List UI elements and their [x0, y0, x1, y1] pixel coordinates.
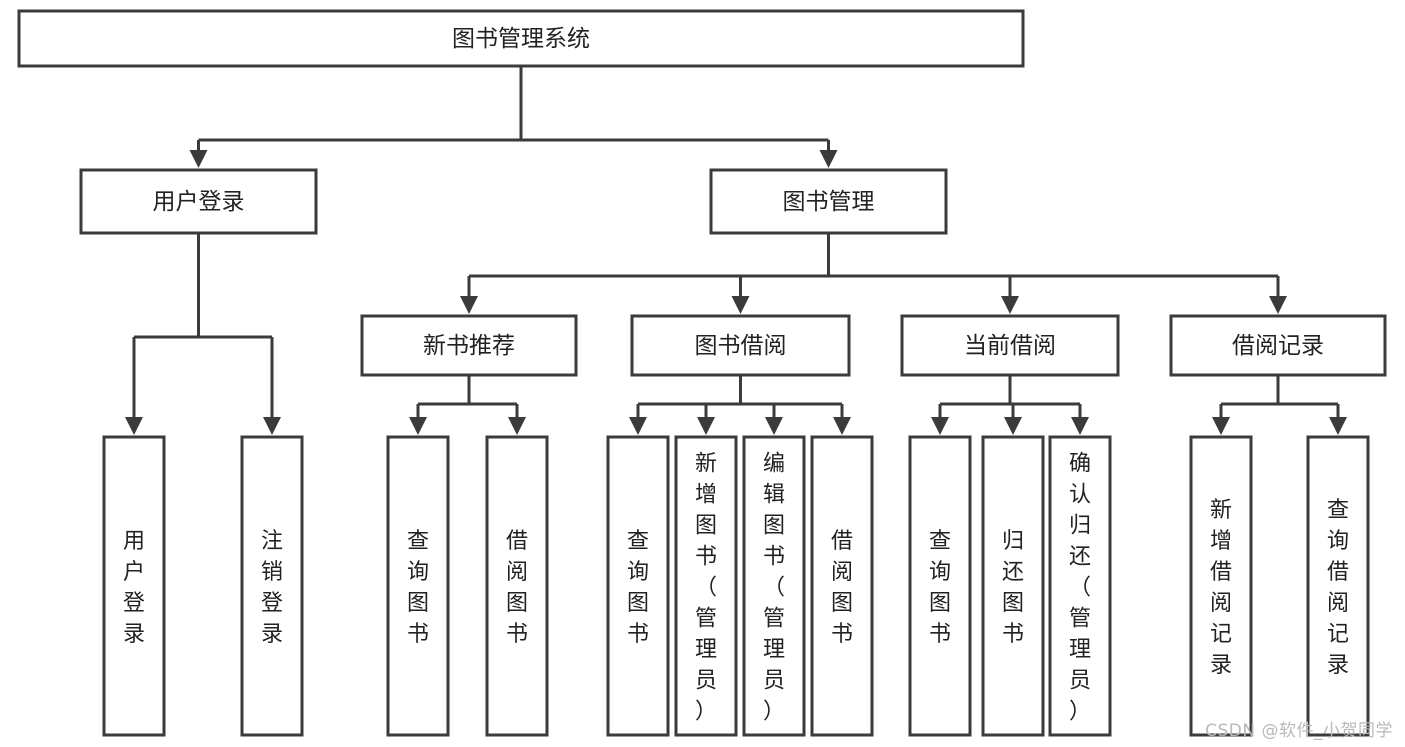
node-leaf-label-leaf-user-login: 用户登录 [123, 529, 145, 647]
node-level3-label-new-book-rec: 新书推荐 [423, 333, 515, 359]
node-leaf-leaf-user-login[interactable] [102, 435, 166, 737]
node-leaf-leaf-borrow-query[interactable] [606, 435, 670, 737]
node-leaf-leaf-borrow-add[interactable] [674, 435, 738, 737]
node-level3-label-current-borrow: 当前借阅 [964, 333, 1056, 359]
node-leaf-label-leaf-borrow-query: 查询图书 [627, 529, 649, 647]
arrow-head [629, 417, 647, 435]
node-leaf-leaf-borrow-edit[interactable] [742, 435, 806, 737]
arrow-head [819, 150, 838, 168]
node-level3-label-book-borrow: 图书借阅 [695, 333, 787, 359]
node-leaf-leaf-cur-return[interactable] [981, 435, 1045, 737]
arrow-head [931, 417, 949, 435]
node-root-label: 图书管理系统 [452, 26, 590, 52]
node-level2-label-book-manage: 图书管理 [783, 189, 875, 215]
node-leaf-leaf-user-logout[interactable] [240, 435, 304, 737]
arrow-head [731, 296, 750, 314]
arrow-head [1329, 417, 1347, 435]
arrow-head [508, 417, 526, 435]
node-level2-book-manage[interactable] [709, 168, 948, 235]
node-level2-user-login[interactable] [79, 168, 318, 235]
node-leaf-leaf-rec-borrow[interactable] [485, 435, 549, 737]
arrow-head [409, 417, 427, 435]
node-leaf-leaf-cur-confirm[interactable] [1048, 435, 1112, 737]
node-leaf-leaf-rec-query-rec[interactable] [1306, 435, 1370, 737]
node-level3-borrow-record[interactable] [1169, 314, 1387, 377]
arrow-head [765, 417, 783, 435]
arrow-head [125, 417, 143, 435]
node-leaf-label-leaf-cur-confirm: 确认归还（管理员） [1069, 452, 1091, 725]
node-leaf-label-leaf-cur-query: 查询图书 [929, 529, 951, 647]
arrow-head [263, 417, 281, 435]
node-leaf-label-leaf-user-logout: 注销登录 [261, 529, 283, 647]
node-leaf-label-leaf-borrow-lend: 借阅图书 [831, 529, 853, 647]
node-leaf-leaf-borrow-lend[interactable] [810, 435, 874, 737]
node-level3-label-borrow-record: 借阅记录 [1232, 333, 1324, 359]
node-leaf-label-leaf-rec-add: 新增借阅记录 [1210, 498, 1232, 678]
node-leaf-label-leaf-rec-borrow: 借阅图书 [506, 529, 528, 647]
node-leaf-leaf-rec-add[interactable] [1189, 435, 1253, 737]
arrow-head [189, 150, 208, 168]
arrow-head [697, 417, 715, 435]
node-leaf-label-leaf-rec-query-rec: 查询借阅记录 [1327, 498, 1349, 678]
arrow-head [833, 417, 851, 435]
node-leaf-leaf-cur-query[interactable] [908, 435, 972, 737]
node-level2-label-user-login: 用户登录 [153, 189, 245, 215]
arrow-head [1004, 417, 1022, 435]
arrow-head [460, 296, 478, 314]
node-leaf-leaf-rec-query[interactable] [386, 435, 450, 737]
arrow-head [1212, 417, 1230, 435]
arrow-head [1071, 417, 1089, 435]
node-leaf-label-leaf-borrow-add: 新增图书（管理员） [695, 452, 717, 725]
arrow-head [1269, 296, 1287, 314]
node-leaf-label-leaf-borrow-edit: 编辑图书（管理员） [763, 452, 785, 725]
node-root[interactable] [17, 9, 1025, 68]
node-leaf-label-leaf-cur-return: 归还图书 [1002, 529, 1024, 647]
node-leaf-label-leaf-rec-query: 查询图书 [407, 529, 429, 647]
arrow-head [1001, 296, 1019, 314]
